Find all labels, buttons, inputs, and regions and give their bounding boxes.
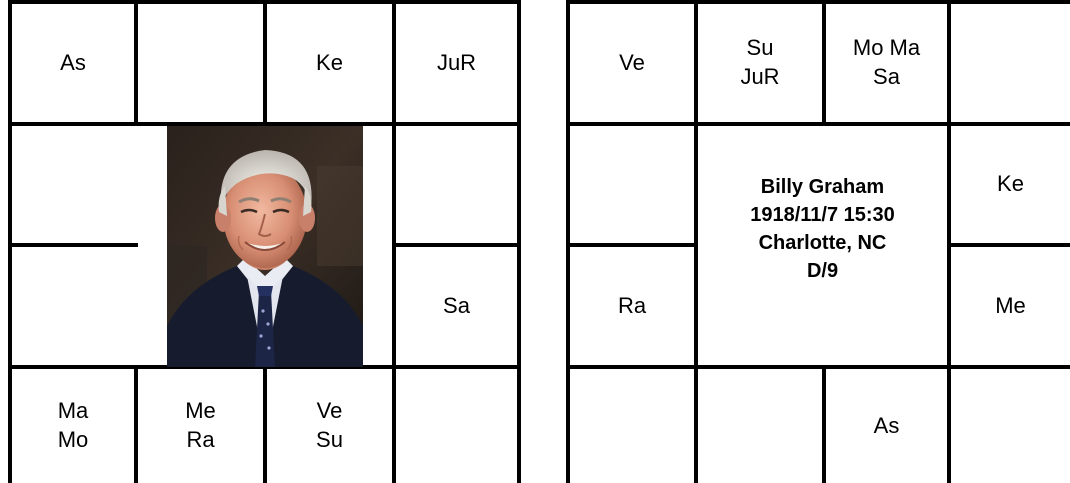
- left-house-cell: Ve Su: [267, 369, 392, 483]
- person-name: Billy Graham: [698, 173, 947, 201]
- right-house-cell: [698, 369, 822, 483]
- right-house-cell: Me: [951, 247, 1070, 365]
- chart-label: D/9: [698, 257, 947, 285]
- left-house-cell: As: [12, 4, 134, 122]
- left-house-cell: Ma Mo: [12, 369, 134, 483]
- birth-place: Charlotte, NC: [698, 229, 947, 257]
- right-house-cell: Mo Ma Sa: [826, 4, 947, 122]
- right-house-cell: [570, 369, 694, 483]
- left-house-cell: JuR: [396, 4, 517, 122]
- left-house-cell: [12, 247, 134, 365]
- chart-info: Billy Graham 1918/11/7 15:30 Charlotte, …: [698, 173, 947, 285]
- birth-datetime: 1918/11/7 15:30: [698, 201, 947, 229]
- right-house-cell: As: [826, 369, 947, 483]
- left-grid-line-v: [517, 0, 521, 483]
- right-house-cell: Ve: [570, 4, 694, 122]
- right-house-cell: Ke: [951, 126, 1070, 243]
- right-house-cell: Ra: [570, 247, 694, 365]
- right-house-cell: [570, 126, 694, 243]
- left-house-cell: Me Ra: [138, 369, 263, 483]
- left-house-cell: [12, 126, 134, 243]
- right-house-cell: Su JuR: [698, 4, 822, 122]
- right-house-cell: [951, 369, 1070, 483]
- right-house-cell: [951, 4, 1070, 122]
- left-house-cell: [396, 369, 517, 483]
- portrait-photo: [167, 126, 363, 367]
- left-house-cell: Sa: [396, 247, 517, 365]
- left-house-cell: [396, 126, 517, 243]
- left-house-cell: [138, 4, 263, 122]
- left-house-cell: Ke: [267, 4, 392, 122]
